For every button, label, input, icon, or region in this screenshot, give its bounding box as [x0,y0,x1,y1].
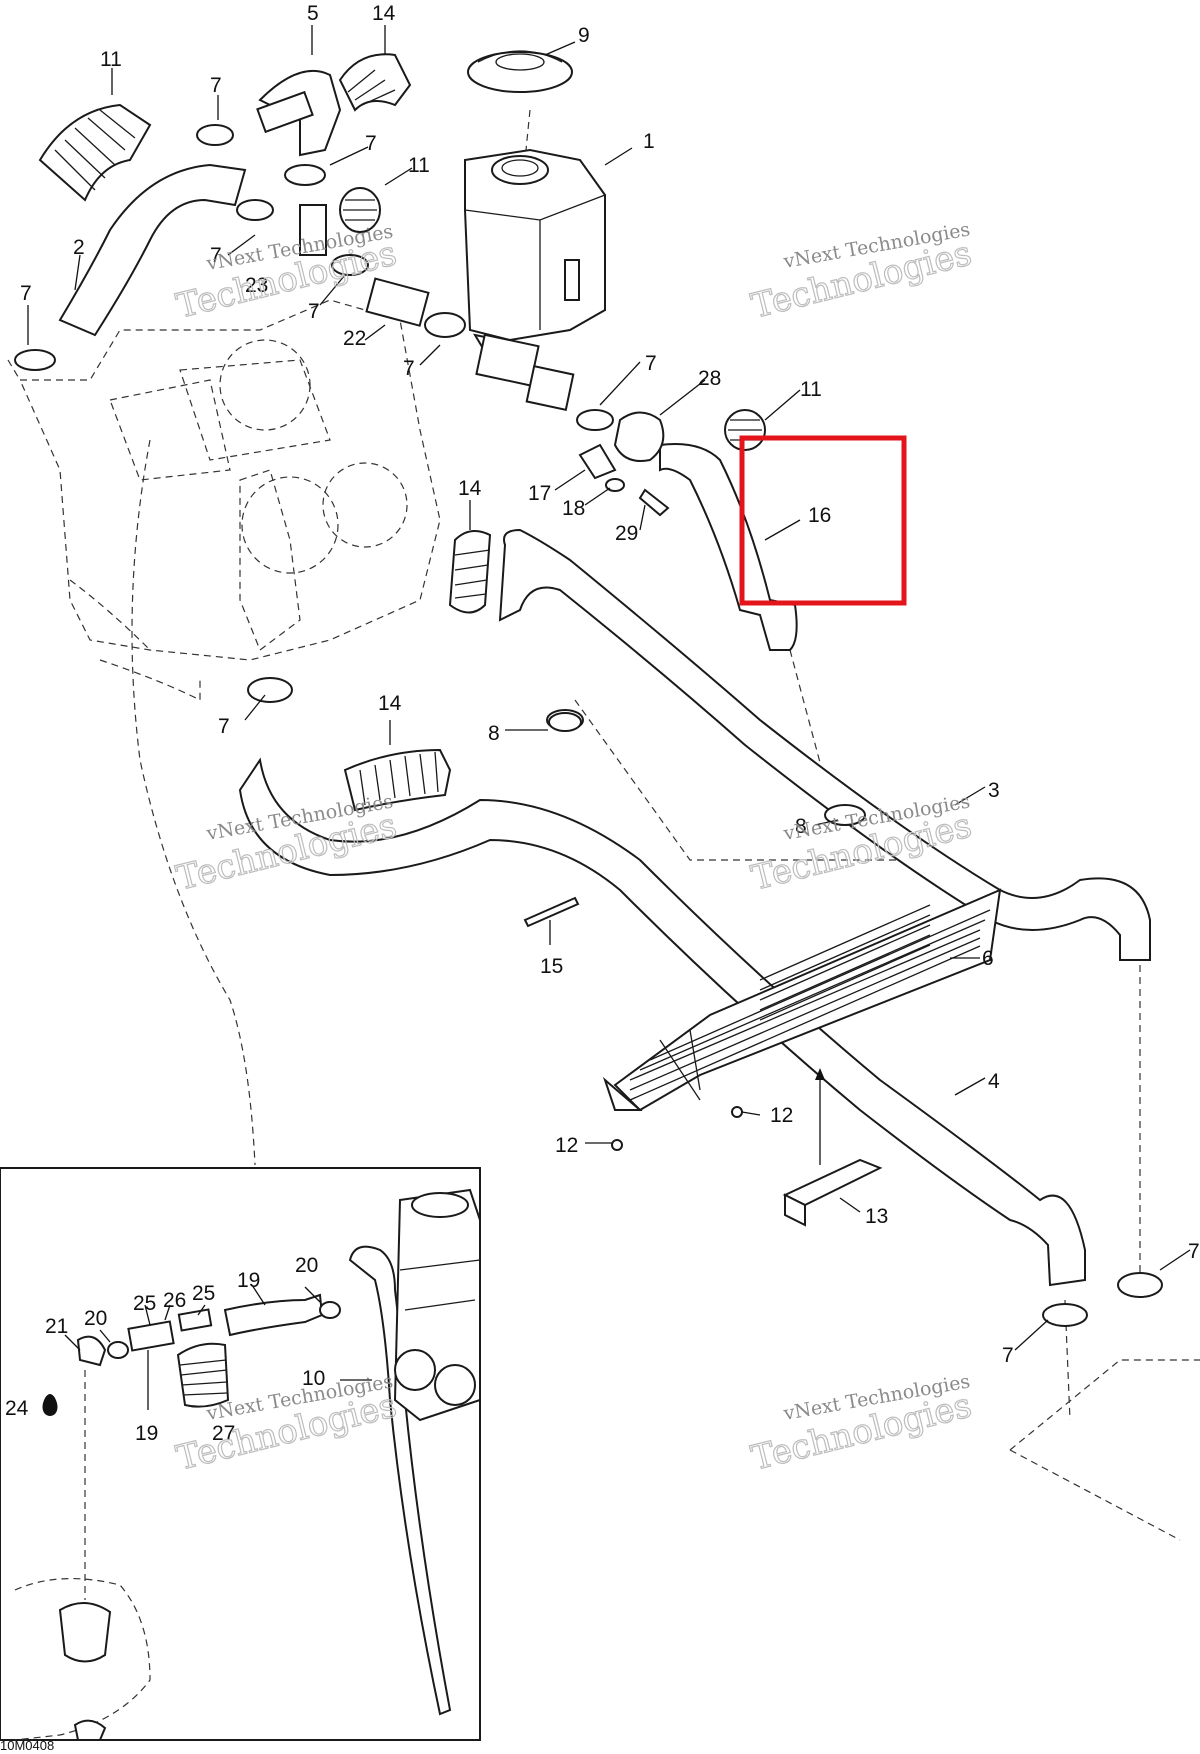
callout-19-a: 19 [135,1422,158,1445]
callout-7-g: 7 [645,352,657,375]
callout-14-b: 14 [458,477,482,500]
figure-id: 10M0408 [0,1738,54,1753]
callout-12-b: 12 [555,1134,578,1157]
callout-7-c: 7 [210,244,222,267]
callout-9: 9 [578,24,590,47]
coolant-reservoir [464,148,606,361]
callout-19-b: 19 [237,1269,260,1292]
callout-1: 1 [643,130,655,153]
callout-13: 13 [865,1205,888,1228]
callout-12-a: 12 [770,1104,793,1127]
callout-23: 23 [245,274,268,297]
callout-25-b: 25 [192,1282,215,1305]
callout-10: 10 [302,1367,325,1390]
callout-15: 15 [540,955,563,978]
callout-20-a: 20 [84,1307,107,1330]
callout-20-b: 20 [295,1254,318,1277]
callout-11-a: 11 [100,48,122,71]
callout-7-h: 7 [218,715,230,738]
callout-8-b: 8 [795,815,807,838]
callout-labels: 1 2 3 4 5 6 7 7 7 7 7 7 7 7 7 7 8 8 9 10… [5,2,1200,1445]
callout-7-f: 7 [403,357,415,380]
heat-exchanger [602,888,1002,1112]
callout-4: 4 [988,1070,1000,1093]
callout-8-a: 8 [488,722,500,745]
callout-2: 2 [73,236,85,259]
callout-28: 28 [698,367,721,390]
callout-7-d: 7 [20,282,32,305]
callout-24: 24 [5,1397,29,1420]
orientation-arrow [815,1068,825,1165]
highlight-box [739,435,907,606]
callout-11-b: 11 [408,154,430,177]
leader-lines [27,25,1191,1410]
assembly-guide-lines [7,109,1141,1600]
fittings [256,69,1200,1541]
hoses [58,163,1151,1716]
callout-26: 26 [163,1289,186,1312]
reservoir-cap [467,50,573,93]
callout-7-e: 7 [308,300,320,323]
callout-18: 18 [562,497,585,520]
callout-17: 17 [528,482,551,505]
callout-7-a: 7 [210,74,222,97]
callout-3: 3 [988,779,1000,802]
callout-25-a: 25 [133,1292,156,1315]
callout-27: 27 [212,1422,235,1445]
engine-block [19,299,441,701]
hose-clamps [14,124,1163,1359]
detail-inset [0,1167,481,1741]
callout-29: 29 [615,522,638,545]
callout-6: 6 [982,947,994,970]
callout-22: 22 [343,327,366,350]
callout-5: 5 [307,2,319,25]
callout-7-b: 7 [365,132,377,155]
callout-14-c: 14 [378,692,402,715]
callout-14-a: 14 [372,2,396,25]
corrugated-sleeves [38,53,766,1408]
callout-16: 16 [808,504,831,527]
callout-11-c: 11 [800,378,822,401]
callout-21: 21 [45,1315,68,1338]
callout-7-i: 7 [1002,1344,1014,1367]
callout-7-j: 7 [1188,1240,1200,1263]
